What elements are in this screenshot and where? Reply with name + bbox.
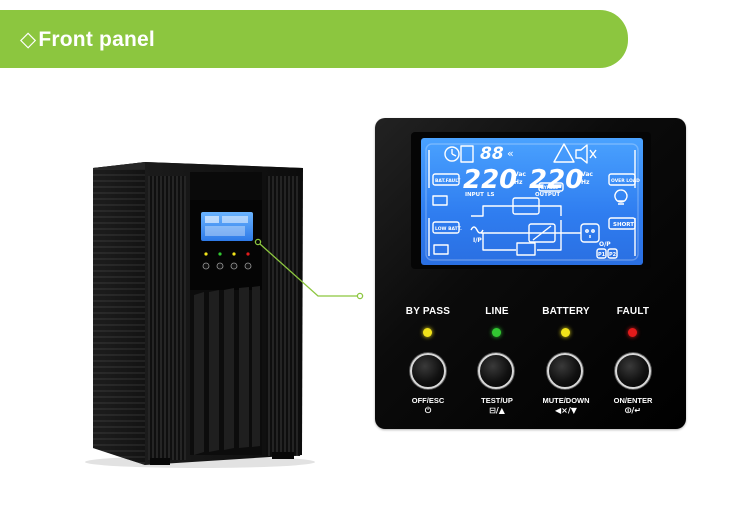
lcd-segments: 88 « 220 Vac Hz 220 Vac Hz INPUT LS OUTP… (425, 143, 640, 261)
input-voltage: 220 (463, 165, 517, 195)
off-esc-label: OFF/ESC (411, 396, 445, 405)
op-label: O/P (599, 241, 611, 248)
short-text: SHORT (613, 222, 634, 228)
fault-led (628, 328, 637, 337)
bat-fault-text: BAT.FAULT (435, 178, 461, 184)
lcd-display: 88 « 220 Vac Hz 220 Vac Hz INPUT LS OUTP… (421, 138, 643, 265)
front-panel: 88 « 220 Vac Hz 220 Vac Hz INPUT LS OUTP… (375, 118, 686, 429)
section-title-text: Front panel (38, 28, 155, 51)
output-unit-hz: Hz (581, 179, 590, 186)
indicator-label-battery: BATTERY (542, 306, 590, 317)
on-enter-icon: ⏼/↵ (625, 406, 641, 415)
bypass-led (423, 328, 432, 337)
battery-led (561, 328, 570, 337)
indicator-label-fault: FAULT (616, 306, 650, 317)
indicator-label-line: LINE (485, 306, 509, 317)
output-unit-v: Vac (581, 171, 593, 178)
output-label: OUTPUT (535, 192, 560, 198)
diamond-icon: ◇ (20, 28, 37, 51)
header-banner: ◇Front panel (0, 10, 628, 68)
on-enter-button[interactable] (615, 353, 651, 389)
over-load-text: OVER LOAD (611, 178, 640, 184)
input-label: INPUT (465, 192, 484, 198)
input-suffix: LS (487, 192, 495, 198)
load-digits: 88 (480, 144, 504, 164)
input-unit-hz: Hz (514, 179, 523, 186)
svg-text:«: « (507, 147, 514, 160)
on-enter-label: ON/ENTER (613, 396, 653, 405)
section-title: ◇Front panel (20, 27, 155, 52)
mute-down-label: MUTE/DOWN (542, 396, 590, 405)
line-led (492, 328, 501, 337)
test-up-label: TEST/UP (481, 396, 513, 405)
power-icon: ⏻ (424, 406, 432, 415)
test-up-icon: ⊟/▲ (489, 406, 505, 415)
input-unit-v: Vac (514, 171, 526, 178)
bypass-box-text: BYPASS (541, 185, 558, 190)
mute-down-icon: ◀×/▼ (555, 406, 577, 415)
output-voltage: 220 (529, 165, 583, 195)
p2-label: P2 (609, 252, 617, 258)
off-esc-button[interactable] (410, 353, 446, 389)
p1-label: P1 (598, 252, 606, 258)
low-batt-text: LOW BATT. (435, 226, 462, 232)
ip-label: I/P (473, 237, 482, 244)
indicator-label-bypass: BY PASS (405, 306, 451, 317)
test-up-button[interactable] (478, 353, 514, 389)
mute-down-button[interactable] (547, 353, 583, 389)
